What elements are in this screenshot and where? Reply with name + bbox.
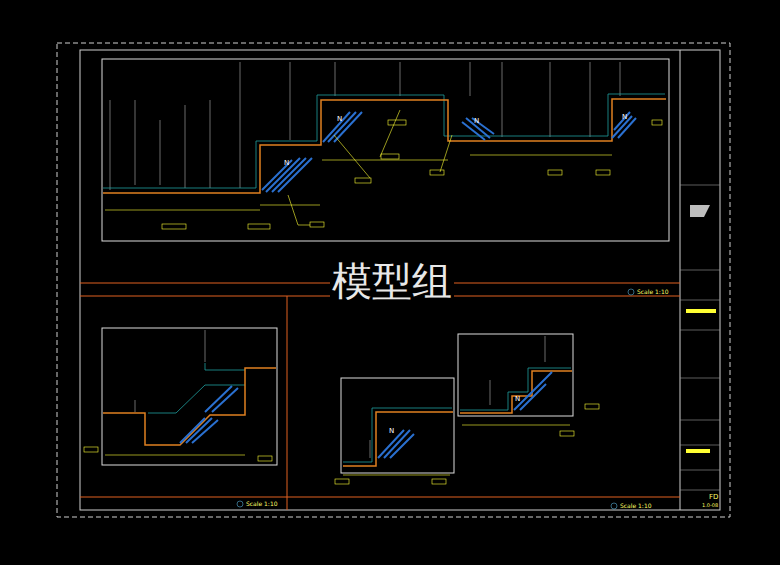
direction-mark: N <box>515 396 520 403</box>
detail-frame <box>102 328 277 465</box>
detail-frame <box>458 334 573 416</box>
watermark: 模型组 <box>330 261 454 301</box>
inner-frame <box>80 50 720 510</box>
sheet-dividers <box>80 283 680 510</box>
detail-frame <box>102 59 669 241</box>
direction-mark: N <box>337 116 342 123</box>
drawing-code: FD <box>709 494 718 501</box>
title-block-edge <box>680 50 681 510</box>
logo <box>690 205 710 217</box>
direction-mark: N <box>389 428 394 435</box>
outer-border <box>57 43 730 517</box>
hanger-rods <box>110 62 620 458</box>
scale-note: Scale 1:10 <box>620 503 652 509</box>
ceiling-profile <box>103 99 666 466</box>
direction-mark: N <box>474 118 479 125</box>
detail-frame <box>341 378 454 473</box>
board-lines <box>103 94 665 462</box>
scale-note: Scale 1:10 <box>637 289 669 295</box>
direction-mark: N <box>284 160 289 167</box>
scale-marker <box>237 289 634 509</box>
title-bar <box>686 309 716 313</box>
sheet-number: 1.0-08 <box>702 503 718 508</box>
dimension-lines <box>84 110 662 484</box>
title-bar <box>686 449 710 453</box>
scale-note: Scale 1:10 <box>246 501 278 507</box>
hatched-corner <box>180 112 636 458</box>
title-block-rules <box>680 185 720 490</box>
direction-mark: N <box>622 114 627 121</box>
